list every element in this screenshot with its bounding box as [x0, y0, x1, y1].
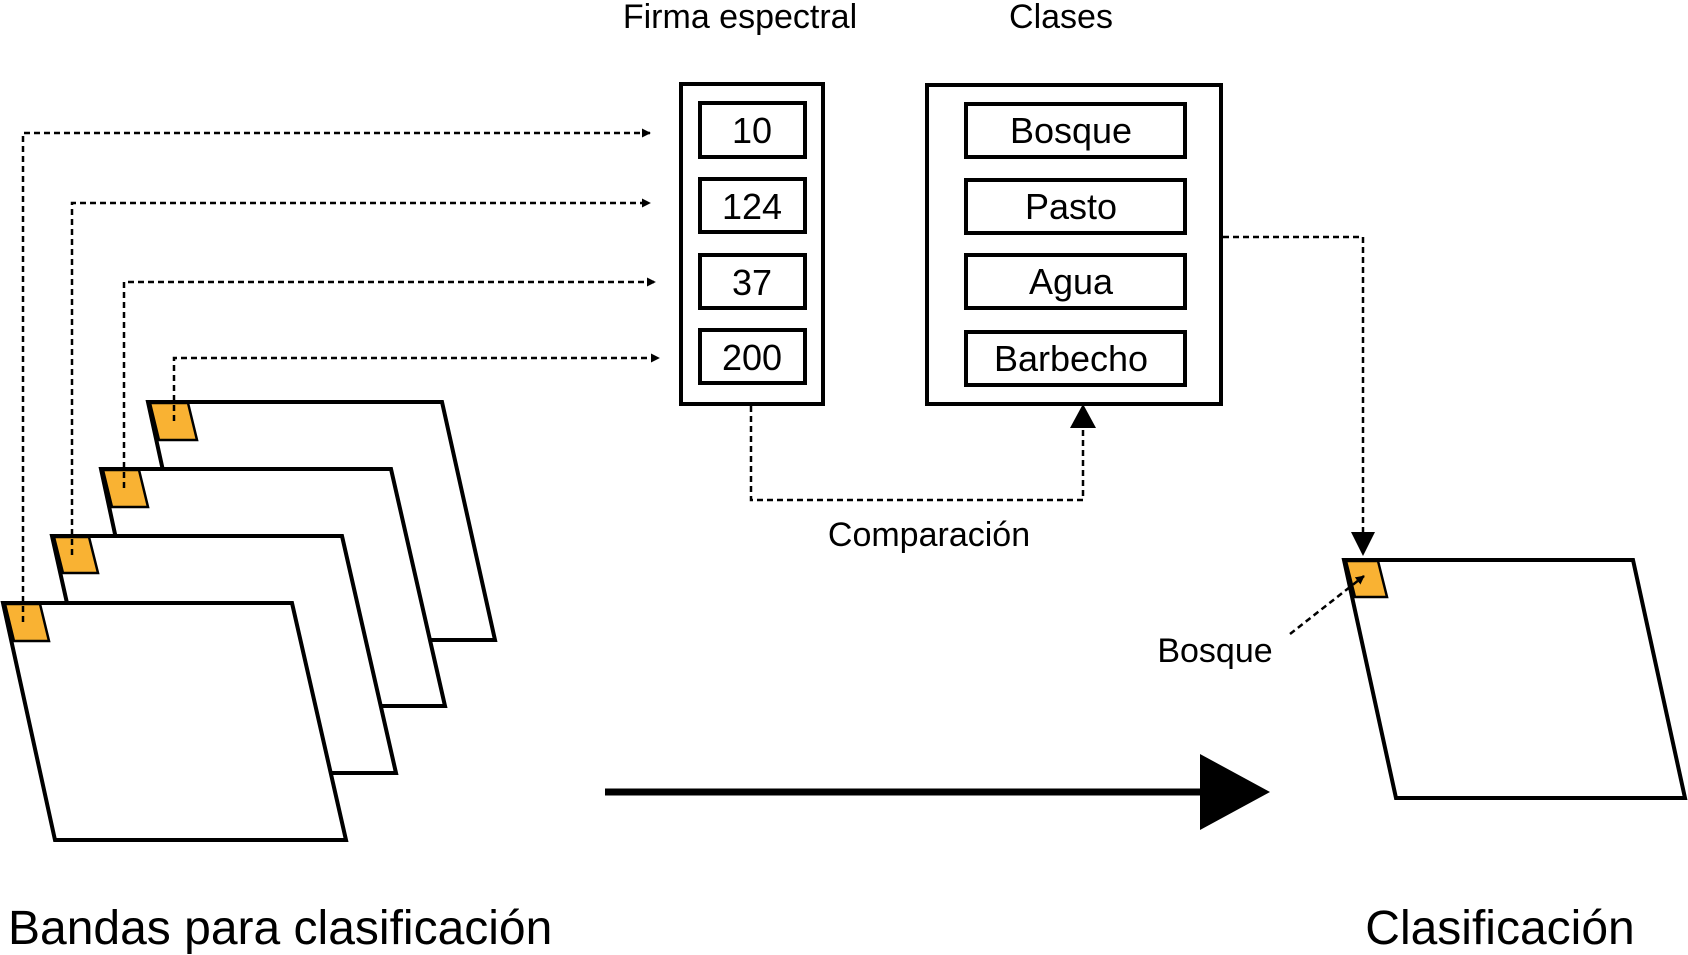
signature-cell-1: 10: [698, 101, 807, 159]
classification-caption: Clasificación: [1365, 902, 1634, 955]
signature-header: Firma espectral: [623, 0, 857, 36]
band-pixel-3: [101, 468, 150, 509]
classes-header: Clases: [1009, 0, 1113, 36]
connector-band-4: [172, 353, 660, 421]
class-item-2: Pasto: [964, 178, 1187, 235]
comparison-dashed-line: [749, 406, 1085, 502]
bands-caption: Bandas para clasificación: [8, 902, 552, 955]
result-pointer: [1289, 575, 1365, 635]
band-layer-1: [0, 601, 349, 842]
class-item-3: Agua: [964, 253, 1187, 310]
connector-band-1: [21, 128, 651, 622]
signature-cell-3: 37: [698, 253, 807, 310]
band-pixel-1: [3, 602, 51, 643]
comparison-connector: Comparación: [749, 404, 1096, 554]
class-item-1: Bosque: [964, 102, 1187, 159]
signature-cell-2: 124: [698, 177, 807, 234]
class-label: Agua: [1029, 261, 1114, 302]
band-pixel-4: [148, 401, 199, 442]
comparison-arrowhead: [1070, 404, 1096, 428]
band-stack: [0, 400, 498, 842]
connector-band-2: [70, 198, 651, 555]
comparison-label: Comparación: [828, 516, 1030, 554]
class-item-4: Barbecho: [964, 330, 1187, 387]
band-connectors: [21, 128, 660, 622]
signature-cell-4: 200: [698, 328, 807, 385]
class-label: Bosque: [1010, 110, 1132, 151]
class-label: Pasto: [1025, 186, 1117, 227]
signature-value: 124: [722, 186, 782, 227]
classification-layer: Bosque: [1157, 558, 1688, 800]
signature-value: 200: [722, 337, 782, 378]
classes-to-result-connector: [1223, 235, 1365, 534]
result-arrowhead: [1351, 532, 1375, 556]
signature-value: 10: [732, 110, 772, 151]
spectral-signature: Firma espectral 10 124 37 200: [623, 0, 857, 406]
process-arrow: [605, 754, 1270, 830]
class-label: Barbecho: [994, 338, 1148, 379]
connector-band-3: [122, 277, 656, 488]
band-pixel-2: [52, 535, 100, 575]
signature-value: 37: [732, 262, 772, 303]
classified-pixel: [1344, 559, 1389, 599]
result-label: Bosque: [1157, 632, 1272, 670]
classes-list: Clases Bosque Pasto Agua Barbecho: [925, 0, 1223, 406]
